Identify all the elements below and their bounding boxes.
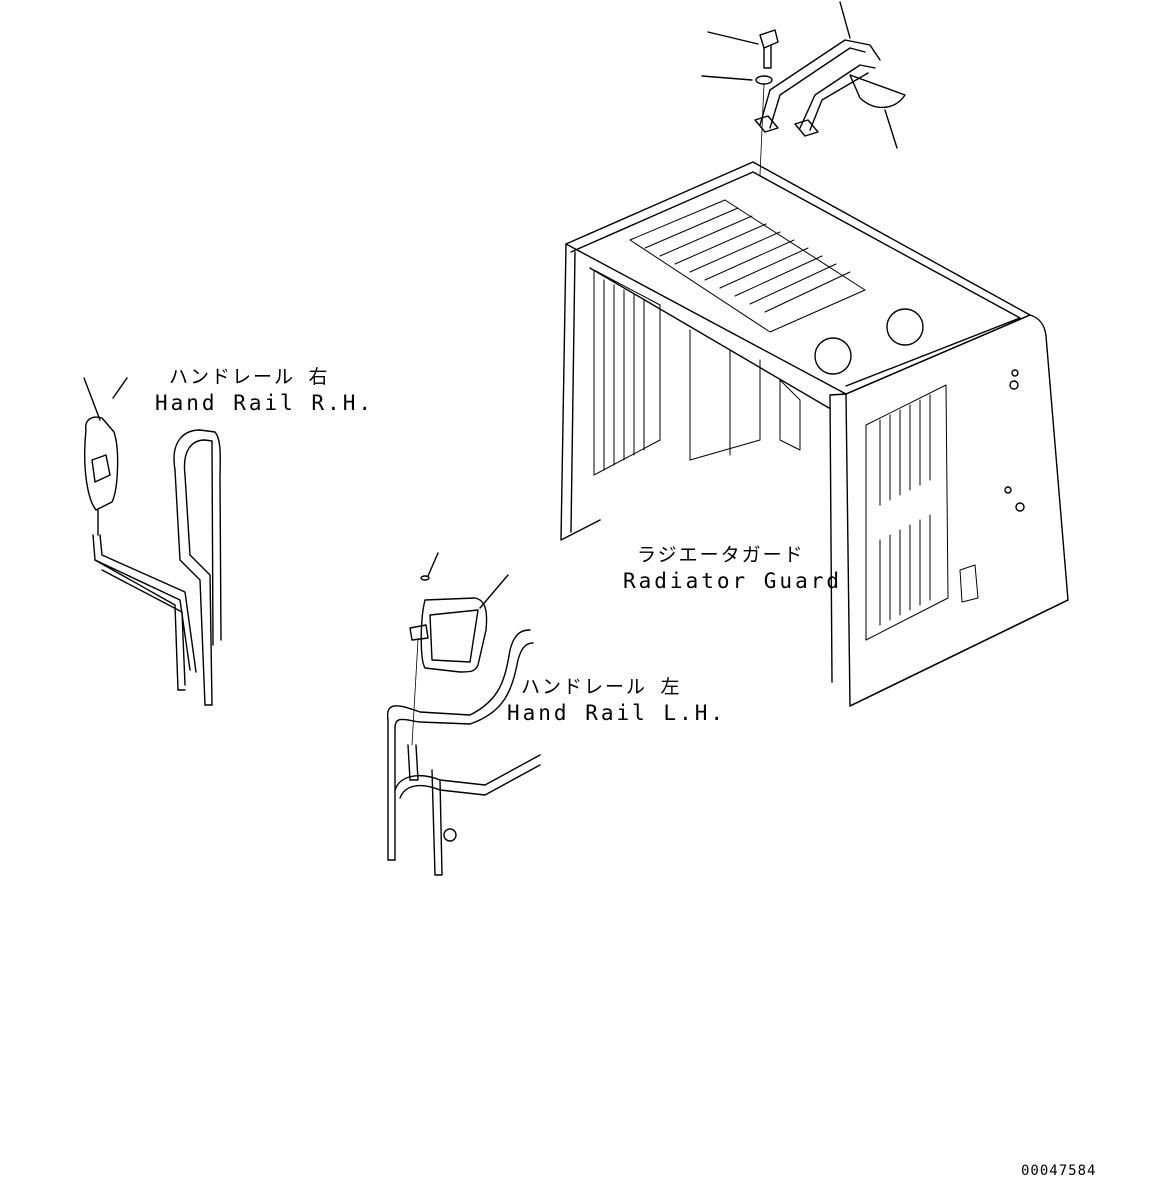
radiator-guard-label-jp: ラジエータガード [637,544,805,566]
bolt [707,29,779,69]
work-light-lh [409,552,509,746]
handrail-lh-label-jp: ハンドレール 左 [521,676,682,698]
handrail-rh [92,429,222,706]
radiator-guard-housing [560,161,1069,707]
work-light-rh [83,377,128,536]
drawing-number: 00047584 [1021,1163,1097,1179]
top-hole [814,337,852,375]
top-hole [886,308,924,346]
handrail-rh-label-en: Hand Rail R.H. [155,391,375,415]
handrail-rh-label: ハンドレール 右 Hand Rail R.H. [155,368,374,414]
radiator-guard-label: ラジエータガード Radiator Guard [623,546,842,592]
side-louvers [865,384,949,641]
handrail-lh-label-en: Hand Rail L.H. [507,701,727,725]
radiator-guard-label-en: Radiator Guard [623,569,843,593]
handrail-lh [386,629,541,876]
top-grab-handle [754,1,906,149]
top-louvers [629,199,866,333]
left-louvers [593,269,661,476]
handle-cover [849,74,906,109]
washer [701,75,773,176]
handrail-rh-label-jp: ハンドレール 右 [169,366,330,388]
handrail-lh-label: ハンドレール 左 Hand Rail L.H. [507,678,726,724]
